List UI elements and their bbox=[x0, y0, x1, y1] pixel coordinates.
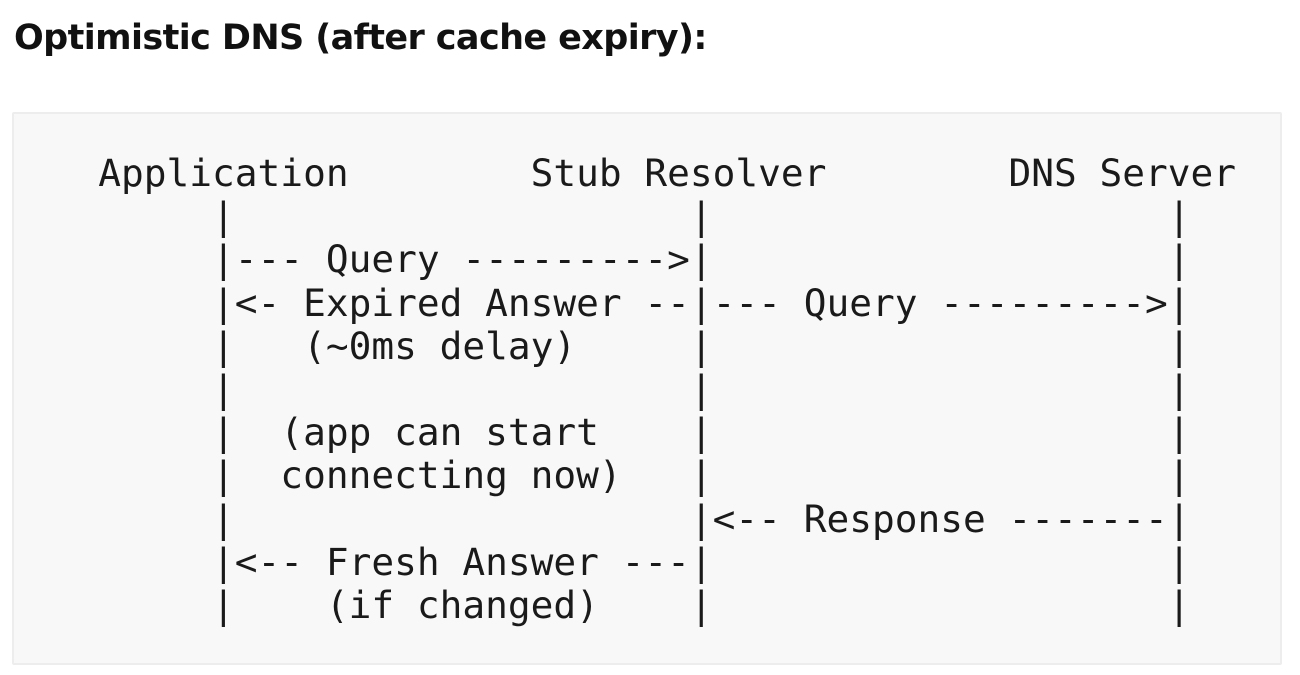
diagram-line: | (app can start | | bbox=[30, 410, 1191, 455]
diagram-line: | | | bbox=[30, 366, 1191, 411]
diagram-line: | connecting now) | | bbox=[30, 453, 1191, 498]
diagram-line: |<- Expired Answer --|--- Query --------… bbox=[30, 280, 1191, 325]
diagram-line: | (if changed) | | bbox=[30, 582, 1191, 627]
diagram-line-participants: Application Stub Resolver DNS Server bbox=[30, 151, 1237, 195]
section-heading: Optimistic DNS (after cache expiry): bbox=[14, 18, 707, 58]
diagram-line: |<-- Fresh Answer ---| | bbox=[30, 539, 1191, 584]
diagram-line: | (~0ms delay) | | bbox=[30, 323, 1191, 368]
diagram-line: | |<-- Response -------| bbox=[30, 496, 1191, 541]
code-block bbox=[12, 112, 1282, 665]
sequence-diagram: Application Stub Resolver DNS Server | |… bbox=[30, 151, 1237, 627]
diagram-line: | | | bbox=[30, 194, 1191, 239]
diagram-line: |--- Query --------->| | bbox=[30, 237, 1191, 282]
